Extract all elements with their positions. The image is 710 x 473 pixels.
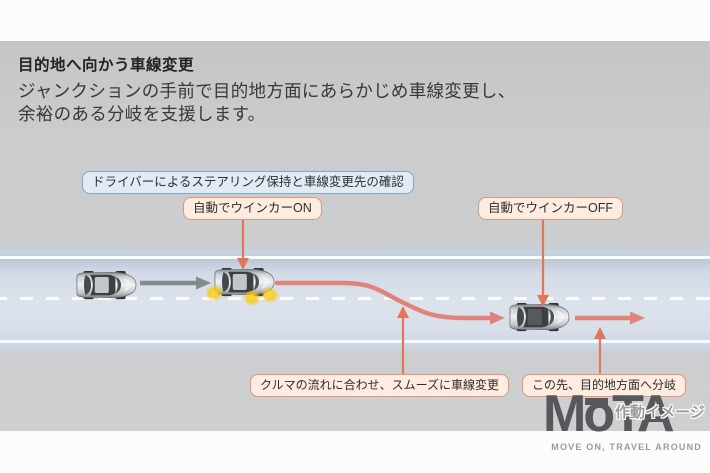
mota-logo-letter-o-with-bar: o <box>583 385 615 443</box>
mota-tagline: MOVE ON, TRAVEL AROUND <box>551 442 702 452</box>
watermark-operation-image: 作動イメージ <box>615 404 705 421</box>
callout-branch-ahead: この先、目的地方面へ分岐 <box>522 374 687 397</box>
road-edge-line-bottom <box>0 340 710 343</box>
mota-logo-letters-ta: TA <box>612 385 674 443</box>
car-after-lane-change-icon <box>507 302 571 332</box>
callout-steering-hold: ドライバーによるステアリング保持と車線変更先の確認 <box>82 171 414 194</box>
mota-logo-letter-m: M <box>543 385 586 443</box>
page-description: ジャンクションの手前で目的地方面にあらかじめ車線変更し、 余裕のある分岐を支援し… <box>18 80 516 126</box>
page-title: 目的地へ向かう車線変更 <box>18 57 195 74</box>
car-approaching-icon <box>74 270 138 300</box>
road-edge-line-top <box>0 256 710 259</box>
callout-blinker-off: 自動でウインカーOFF <box>478 197 623 220</box>
callout-blinker-on: 自動でウインカーON <box>183 197 322 220</box>
blinker-glow-rear-icon <box>205 285 223 301</box>
blinker-glow-middle-icon <box>243 290 261 306</box>
mota-logo: MoTA <box>543 385 675 443</box>
blinker-glow-front-icon <box>261 287 279 303</box>
callout-smooth-lane-change: クルマの流れに合わせ、スムーズに車線変更 <box>250 374 510 397</box>
diagram-panel <box>0 41 710 431</box>
description-line-1: ジャンクションの手前で目的地方面にあらかじめ車線変更し、 <box>18 81 516 101</box>
description-line-2: 余裕のある分岐を支援します。 <box>18 104 266 124</box>
